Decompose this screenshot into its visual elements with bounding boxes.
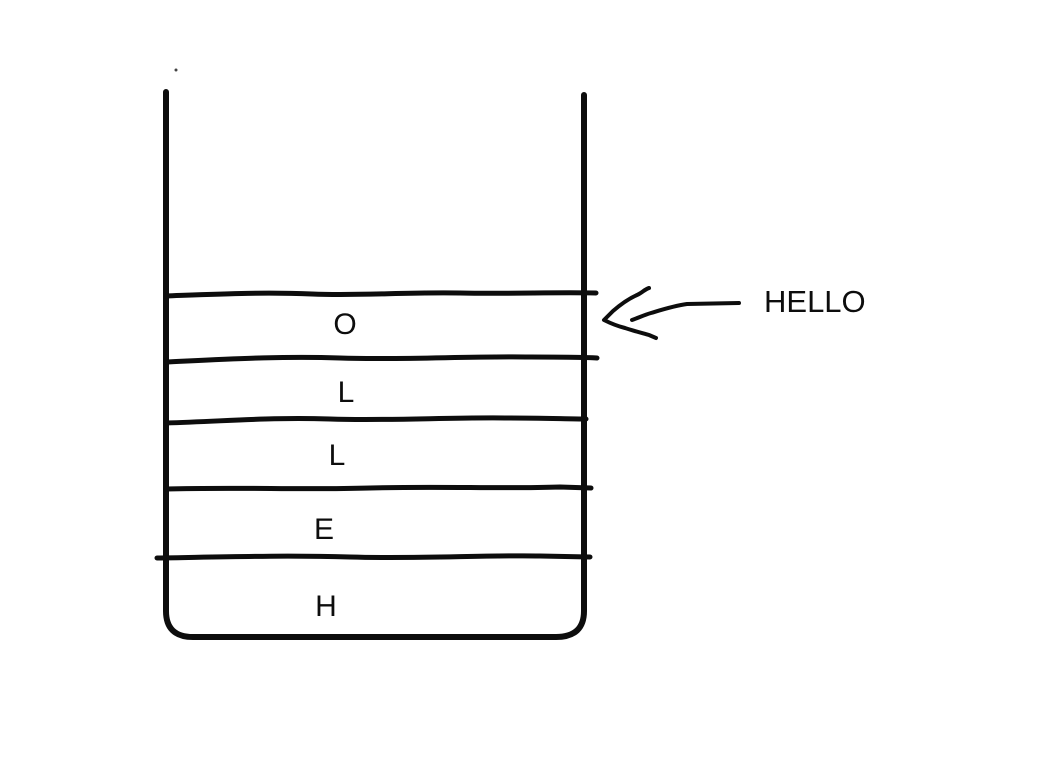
- stack-cell-letter-2: L: [337, 376, 355, 409]
- arrow-icon: [630, 301, 741, 322]
- arrowhead-icon: [602, 286, 658, 340]
- shelf-line-top: [163, 290, 599, 299]
- shelf-line-5: [154, 553, 593, 561]
- stray-dot: [174, 68, 178, 72]
- stack-cell-letter-4: E: [313, 513, 335, 546]
- stack-cell-letter-3: L: [328, 439, 346, 472]
- shelf-line-2: [163, 354, 600, 365]
- stack-top-annotation-label: HELLO: [764, 284, 866, 319]
- shelf-line-4: [163, 484, 594, 492]
- container-outline: [163, 89, 587, 640]
- shelf-line-3: [163, 415, 589, 426]
- stack-cell-letter-bottom: H: [315, 590, 337, 623]
- stack-cell-letter-top: O: [333, 308, 357, 341]
